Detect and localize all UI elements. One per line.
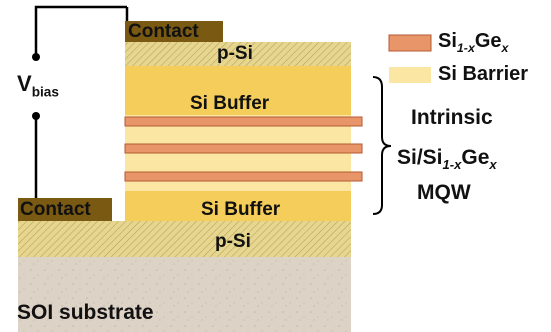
- legend-well-sub-prefix: 1-: [456, 41, 468, 55]
- quantum-well-2: [124, 143, 363, 154]
- mqw-label-line1: Intrinsic: [411, 106, 493, 129]
- legend-well-main: Si: [438, 30, 457, 52]
- mqw-brace: [372, 76, 392, 215]
- mqw-line2-sub-prefix: 1-: [442, 157, 455, 173]
- mqw-line2-suffix-var: x: [489, 157, 497, 173]
- top-contact-label: Contact: [128, 21, 199, 42]
- legend-barrier-label: Si Barrier: [438, 63, 529, 85]
- legend-well-swatch: [388, 34, 432, 52]
- top-contact-pad: [125, 21, 223, 42]
- legend-well-label: Si1-xGex: [438, 31, 508, 54]
- top-p-si-label: p-Si: [217, 43, 253, 64]
- legend-barrier-swatch: [389, 67, 431, 83]
- legend-well-suffix-var: x: [501, 41, 509, 55]
- bottom-p-si-layer: [18, 221, 351, 257]
- vbias-sub: bias: [31, 84, 59, 100]
- top-buffer-label: Si Buffer: [190, 93, 270, 114]
- bottom-buffer-label: Si Buffer: [201, 199, 281, 220]
- quantum-well-3: [124, 171, 363, 182]
- soi-substrate-layer: [18, 257, 351, 332]
- vbias-main: V: [17, 71, 32, 96]
- legend-well-suffix-main: Ge: [474, 30, 502, 52]
- vbias-label: Vbias: [17, 73, 59, 99]
- bottom-p-si-label: p-Si: [215, 231, 251, 252]
- mqw-label-line3: MQW: [417, 181, 471, 204]
- bias-terminal-bottom: [32, 112, 40, 120]
- bottom-contact-label: Contact: [20, 199, 91, 220]
- mqw-line2-sub-var: x: [454, 157, 462, 173]
- substrate-label: SOI substrate: [17, 301, 154, 324]
- mqw-line2-suffix-main: Ge: [461, 146, 490, 169]
- mqw-line2-main: Si/Si: [397, 146, 443, 169]
- bias-wire-top: [34, 5, 127, 57]
- quantum-well-1: [124, 116, 363, 127]
- bottom-contact-pad: [18, 198, 112, 221]
- bias-terminal-top: [32, 53, 40, 61]
- mqw-label-line2: Si/Si1-xGex: [397, 147, 497, 171]
- legend-well-sub-var: x: [467, 41, 475, 55]
- top-p-si-layer: [125, 42, 351, 66]
